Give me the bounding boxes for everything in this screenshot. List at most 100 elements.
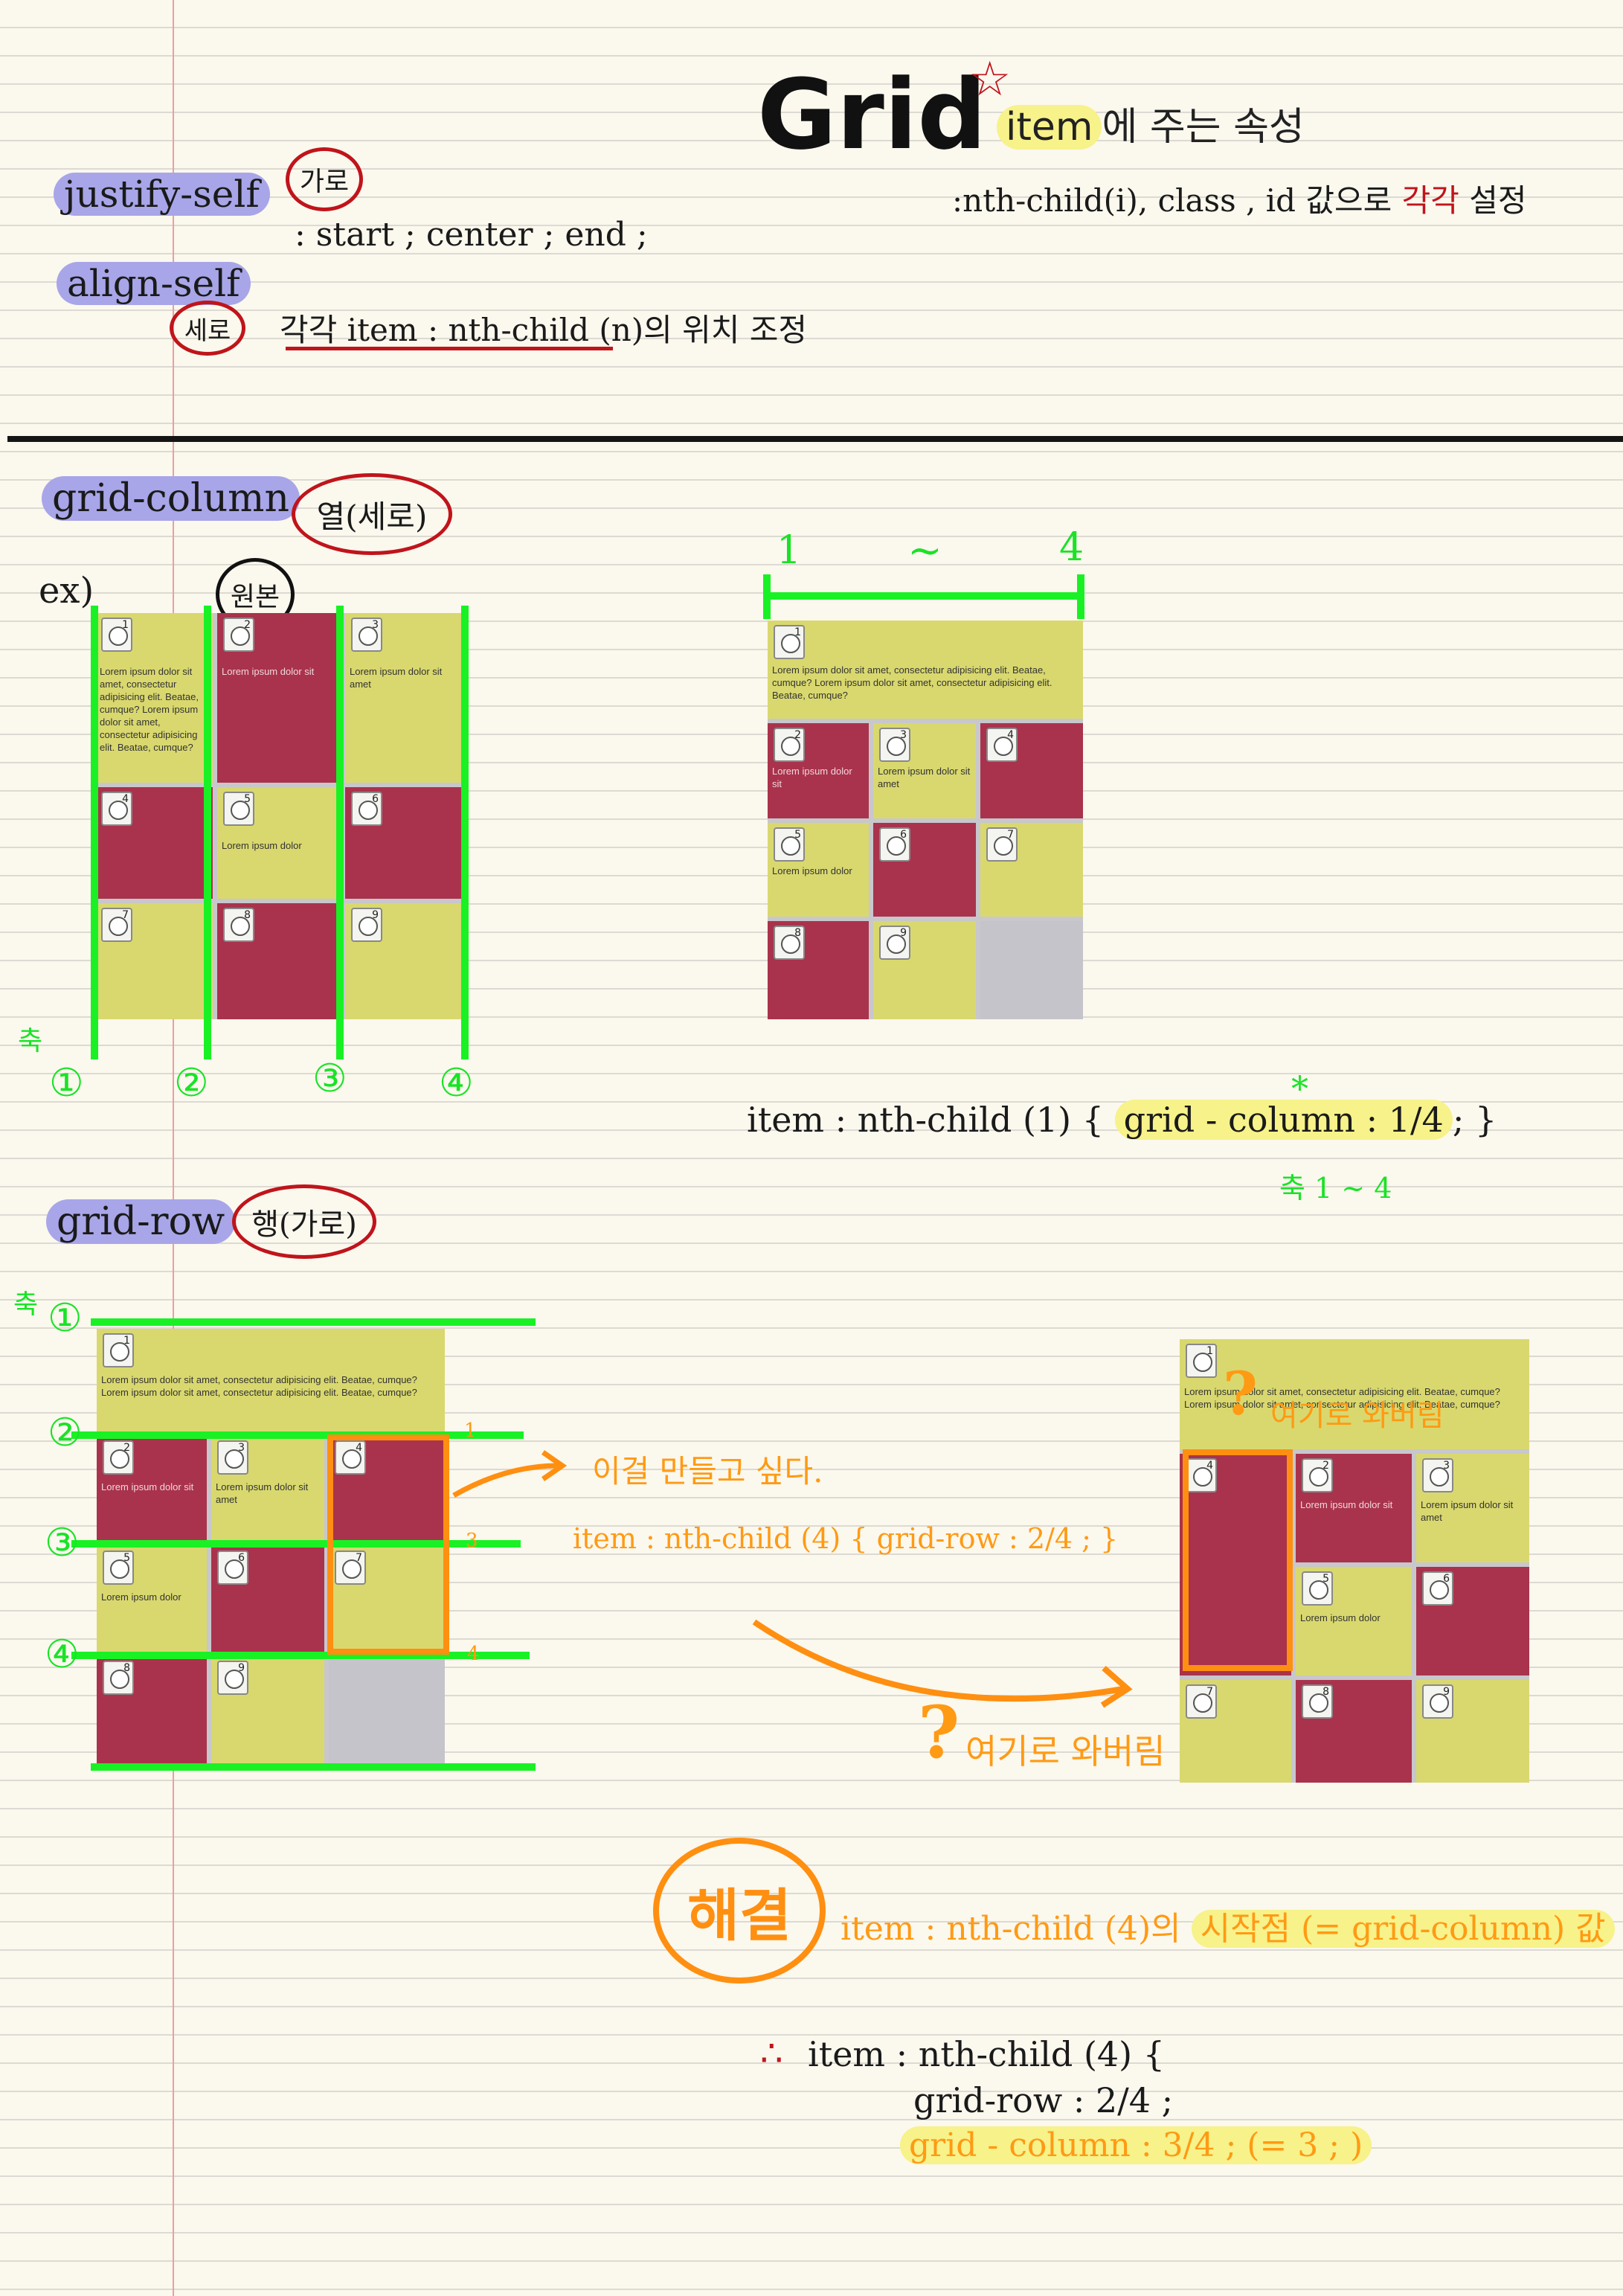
each-item-underline xyxy=(286,347,613,350)
grid-column-label: grid-column xyxy=(42,476,300,521)
item-number: 9 xyxy=(879,926,910,960)
column-line-3 xyxy=(336,606,344,1059)
item-text: Lorem ipsum dolor sit xyxy=(1300,1499,1393,1510)
item-number: 8 xyxy=(223,908,254,942)
grid-row-label: grid-row xyxy=(46,1199,236,1244)
solution-note-highlight: 시작점 (= grid-column) 값 xyxy=(1191,1910,1615,1948)
item-number: 7 xyxy=(335,1551,366,1585)
item-number: 9 xyxy=(351,908,382,942)
row-line-4 xyxy=(71,1652,530,1659)
grid-item-7: 7 xyxy=(329,1546,445,1652)
each-item-note: 각각 item : nth-child (n)의 위치 조정 xyxy=(280,305,807,350)
row-line-1 xyxy=(91,1318,536,1326)
solution-note-a: item : nth-child (4)의 xyxy=(841,1910,1181,1948)
item-number: 7 xyxy=(101,908,132,942)
item-number: 7 xyxy=(986,827,1018,862)
grid-item-4: 4 xyxy=(329,1436,445,1542)
row-small-1: 1 xyxy=(464,1420,477,1442)
each-item-text: 각각 item : nth-child (n)의 위치 조정 xyxy=(280,312,808,348)
item-text: Lorem ipsum dolor xyxy=(1300,1612,1381,1623)
item-number: 4 xyxy=(335,1440,366,1475)
item-number: 1 xyxy=(101,618,132,652)
grid-item-4: 4 xyxy=(95,787,213,899)
solution-line-1: item : nth-child (4) { xyxy=(808,2034,1165,2074)
note-nth: :nth-child(i), class , id 값으로 xyxy=(952,182,1392,219)
item-text: Lorem ipsum dolor sit amet xyxy=(216,1481,309,1505)
item-number: 6 xyxy=(1422,1571,1453,1606)
align-self-label: align-self xyxy=(57,262,251,305)
item-number: 5 xyxy=(774,827,805,862)
range-cap-left xyxy=(763,574,771,619)
grid-item-4: 4 xyxy=(980,723,1083,818)
column-num-4: ④ xyxy=(439,1061,474,1106)
item-number: 4 xyxy=(101,792,132,826)
item-text: Lorem ipsum dolor sit amet, consectetur … xyxy=(772,664,1052,701)
item-text: Lorem ipsum dolor sit xyxy=(222,666,315,677)
solution-note: item : nth-child (4)의 시작점 (= grid-column… xyxy=(841,1902,1615,1949)
note-set: 설정 xyxy=(1469,182,1527,219)
row-line-2 xyxy=(71,1431,524,1439)
grid-item-6: 6 xyxy=(211,1546,324,1652)
justify-circle: 가로 xyxy=(286,147,363,211)
result-arrow-icon xyxy=(752,1619,1133,1708)
row-code: item : nth-child (4) { grid-row : 2/4 ; … xyxy=(573,1522,1119,1555)
grid-row-circle-text: 행(가로) xyxy=(251,1208,357,1242)
subtitle-rest: 에 주는 속성 xyxy=(1102,105,1305,150)
item-number: 9 xyxy=(217,1661,248,1695)
solution-circle-text: 해결 xyxy=(687,1882,791,1949)
item-number: 8 xyxy=(103,1661,134,1695)
grid-item-7: 7 xyxy=(980,823,1083,917)
item-number: 4 xyxy=(986,728,1018,762)
grid-item-8: 8 xyxy=(97,1656,207,1763)
row-num-2: ② xyxy=(48,1411,83,1455)
grid-item-9: 9 xyxy=(1416,1680,1529,1783)
item-number: 6 xyxy=(217,1551,248,1585)
item-text: Lorem ipsum dolor sit amet, consectetur … xyxy=(1184,1386,1500,1410)
item-text: Lorem ipsum dolor sit amet xyxy=(878,766,971,789)
row-small-3: 3 xyxy=(466,1530,478,1552)
row-num-3: ③ xyxy=(45,1521,80,1565)
star-icon: ☆ xyxy=(968,52,1012,107)
grid-item-8: 8 xyxy=(217,903,341,1019)
column-line-2 xyxy=(204,606,211,1059)
item-number: 1 xyxy=(774,625,805,659)
column-line-4 xyxy=(461,606,469,1059)
question-mark: ? xyxy=(918,1690,960,1774)
column-code: item : nth-child (1) { grid - column : 1… xyxy=(747,1100,1497,1140)
item-number: 8 xyxy=(774,926,805,960)
grid-item-7: 7 xyxy=(95,903,213,1019)
want-text: 이걸 만들고 싶다. xyxy=(592,1453,823,1489)
grid-item-4: 4 xyxy=(1180,1454,1291,1675)
item-number: 5 xyxy=(103,1551,134,1585)
range-start: 1 xyxy=(777,528,802,573)
column-num-2: ② xyxy=(174,1061,209,1106)
selector-note: :nth-child(i), class , id 값으로 각각 설정 xyxy=(952,176,1527,221)
grid-row-text: grid-row xyxy=(46,1199,236,1244)
item-text: Lorem ipsum dolor sit amet xyxy=(1421,1499,1514,1523)
grid-column-circle: 열(세로) xyxy=(292,473,452,555)
grid-item-7: 7 xyxy=(1180,1680,1291,1783)
column-code-highlight: grid - column : 1/4 xyxy=(1114,1100,1453,1140)
item-text: Lorem ipsum dolor sit amet xyxy=(350,666,443,690)
item-number: 5 xyxy=(223,792,254,826)
item-number: 1 xyxy=(103,1333,134,1367)
row-line-5 xyxy=(91,1763,536,1771)
top-went-here-text: 여기로 와버림 xyxy=(1270,1399,1444,1433)
item-number: 7 xyxy=(1186,1684,1217,1719)
row-line-3 xyxy=(71,1540,521,1548)
range-cap-right xyxy=(1077,574,1084,619)
justify-self-label: justify-self xyxy=(54,173,270,216)
